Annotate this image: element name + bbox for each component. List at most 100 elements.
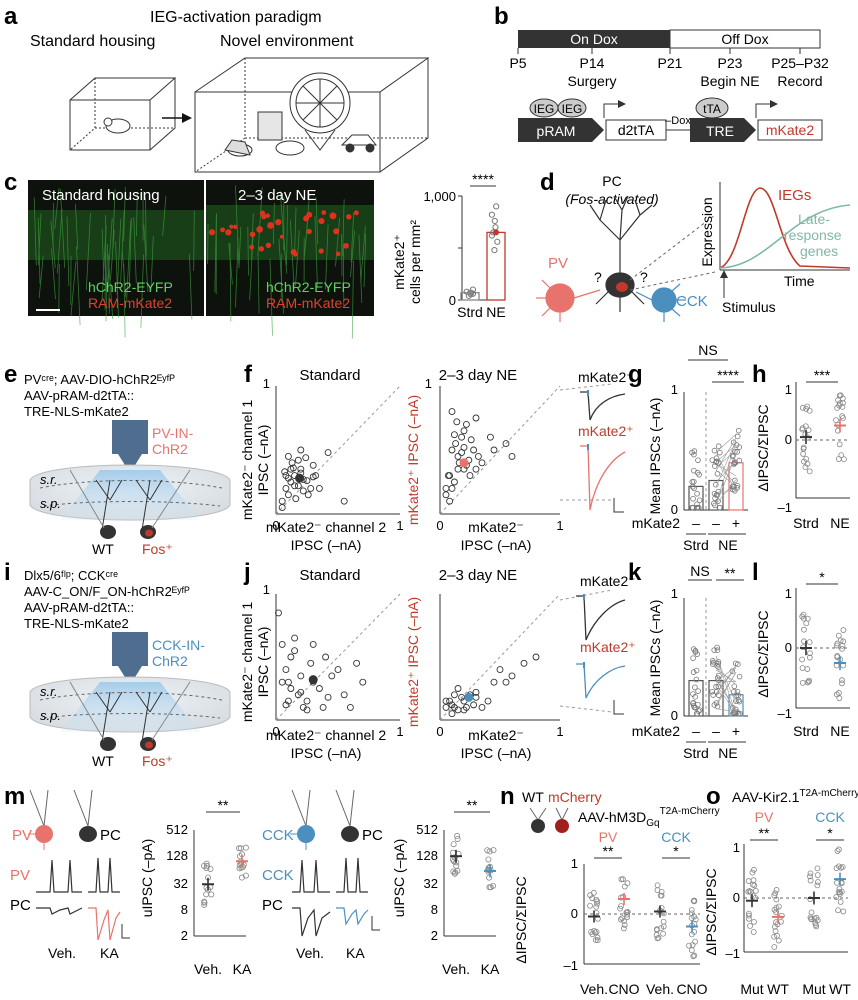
- g-sign-1: –: [692, 515, 700, 531]
- data-point: [692, 938, 699, 945]
- data-point: [297, 465, 305, 473]
- m-cck-label: CCK: [262, 827, 294, 844]
- data-point: [802, 423, 809, 430]
- data-point: [808, 916, 815, 923]
- panel-b: b On Dox Off Dox P5 P14 P21 P23 P25–P32 …: [494, 3, 829, 142]
- pair-line: [715, 672, 737, 705]
- data-point: [732, 477, 738, 484]
- m-left-ytick-2: 2: [181, 928, 188, 943]
- m-cck-schematic: [290, 789, 359, 850]
- pc-neuron: [589, 195, 653, 312]
- data-point: [839, 642, 846, 649]
- k-sign-2: –: [712, 723, 720, 739]
- data-point: [712, 481, 719, 488]
- data-point: [691, 448, 698, 454]
- j-right-ylabel: mKate2⁺ IPSC (–nA): [405, 597, 421, 727]
- data-point: [692, 648, 699, 654]
- data-point: [450, 431, 458, 439]
- point-ne: [493, 203, 500, 210]
- pair-line: [715, 669, 737, 682]
- panel-d: d PC (Fos-activated) PV CCK ? ?: [536, 169, 851, 322]
- unity-line: [439, 385, 561, 515]
- pair-line: [715, 655, 737, 714]
- data-point: [711, 447, 718, 454]
- data-point: [812, 920, 819, 927]
- data-point: [207, 865, 214, 872]
- data-point: [466, 472, 474, 480]
- j-left-xlabel-1: mKate2⁻ channel 2: [266, 727, 386, 743]
- data-point: [746, 912, 752, 919]
- l-xlabel-ne: NE: [830, 723, 849, 739]
- panel-a-title: IEG-activation paradigm: [150, 9, 322, 26]
- data-point: [324, 449, 332, 457]
- data-point: [478, 703, 486, 711]
- f-left-xtick-1: 1: [396, 518, 403, 533]
- panel-h: h ΔIPSC/ΣIPSC 1 0 –1 *** Strd NE: [752, 361, 850, 531]
- data-point: [278, 497, 286, 505]
- data-point: [695, 457, 701, 464]
- data-point: [693, 676, 700, 683]
- data-point: [303, 706, 311, 714]
- data-point: [717, 504, 723, 511]
- data-point: [462, 703, 470, 711]
- point-ne: [494, 238, 501, 245]
- j-trace-pos: mKate2⁺: [580, 639, 636, 655]
- m-pc-label: PC: [100, 827, 121, 844]
- m-left-sig: **: [218, 797, 229, 813]
- micrograph-left-title: Standard housing: [42, 187, 160, 204]
- panel-e-fos: Fos⁺: [142, 541, 173, 557]
- data-point: [322, 653, 330, 661]
- data-point: [745, 910, 752, 917]
- n-xlabel-1: Veh.: [580, 981, 608, 997]
- pair-line: [715, 437, 737, 471]
- n-ytick-1: 1: [571, 856, 578, 871]
- data-point: [353, 659, 361, 667]
- data-point: [840, 908, 847, 915]
- data-point: [284, 452, 292, 460]
- panel-a: a IEG-activation paradigm Standard housi…: [4, 3, 430, 173]
- panel-i-fos: Fos⁺: [142, 753, 173, 769]
- data-point: [716, 449, 723, 456]
- k-sign-3: +: [732, 723, 740, 739]
- j-left-xlabel-2: IPSC (–nA): [291, 745, 362, 761]
- panel-i-opto-1: CCK-IN-: [152, 637, 205, 653]
- panel-c-letter: c: [4, 169, 17, 196]
- data-point: [303, 477, 311, 485]
- n-xlabel-2: CNO: [608, 981, 639, 997]
- data-point: [472, 465, 480, 473]
- data-point: [805, 427, 812, 433]
- data-point: [731, 683, 738, 690]
- data-point: [834, 848, 841, 854]
- k-sig: **: [725, 565, 736, 581]
- micrograph-left-red: RAM-mKate2: [88, 295, 172, 311]
- tta-label: tTA: [703, 102, 721, 116]
- data-point: [799, 679, 806, 686]
- data-point: [592, 929, 598, 936]
- k-ns: NS: [690, 563, 709, 579]
- data-point: [236, 845, 243, 852]
- l-ylabel: ΔIPSC/ΣIPSC: [755, 610, 771, 697]
- h-xlabel-strd: Strd: [793, 515, 819, 531]
- n-cck: CCK: [661, 829, 691, 845]
- data-point: [839, 645, 845, 652]
- data-point: [807, 650, 813, 657]
- data-point: [594, 900, 600, 907]
- q-mark-1: ?: [594, 269, 602, 285]
- pv-label: PV: [548, 255, 568, 272]
- data-point: [751, 919, 757, 925]
- data-point: [749, 869, 756, 876]
- m-cck-trace-label: CCK: [262, 867, 294, 884]
- pc-sub: (Fos-activated): [565, 191, 658, 207]
- data-point: [804, 666, 811, 672]
- m-left-ka: KA: [100, 945, 119, 961]
- data-point: [752, 887, 759, 894]
- f-trace-neg-path: [580, 391, 626, 421]
- data-point: [834, 405, 841, 411]
- data-point: [287, 653, 295, 661]
- data-point: [692, 684, 698, 691]
- data-point: [502, 440, 510, 448]
- data-point: [734, 433, 741, 440]
- data-point: [294, 456, 302, 464]
- data-point: [203, 891, 210, 898]
- expr-ieg-label: IEGs: [778, 187, 811, 204]
